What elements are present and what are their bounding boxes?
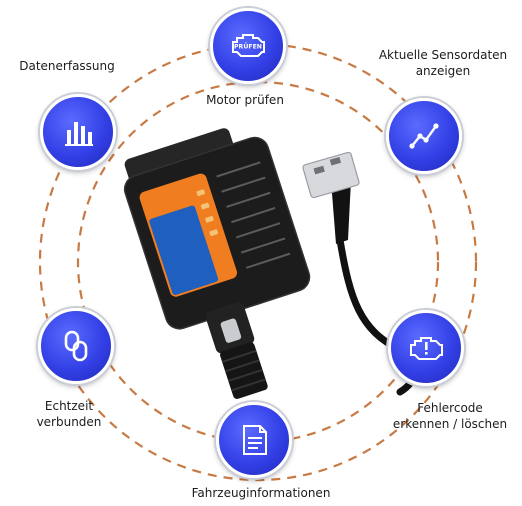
line-chart-icon <box>409 123 439 149</box>
label-realtime: Echtzeit verbunden <box>36 399 102 429</box>
bar-chart-icon <box>65 122 93 146</box>
check-engine-icon: PRÜFEN <box>232 34 265 57</box>
badge-error-codes <box>388 310 464 386</box>
svg-text:PRÜFEN: PRÜFEN <box>234 42 262 51</box>
label-data-logging: Datenerfassung <box>19 59 115 73</box>
label-vehicle-info: Fahrzeuginformationen <box>191 486 331 500</box>
usb-plug <box>302 151 360 199</box>
engine-warning-icon <box>410 337 443 360</box>
badge-realtime <box>38 308 114 384</box>
badge-engine-check: PRÜFEN <box>210 8 286 84</box>
label-engine-check: Motor prüfen <box>206 93 284 107</box>
chain-link-icon <box>64 330 88 362</box>
label-sensor-data: Aktuelle Sensordaten anzeigen <box>378 48 508 78</box>
label-error-codes: Fehlercode erkennen / löschen <box>392 401 508 431</box>
badge-vehicle-info <box>216 402 292 478</box>
badge-data-logging <box>40 94 116 170</box>
obd-adapter <box>123 128 311 399</box>
inner-dashed-ring <box>76 80 440 444</box>
document-icon <box>243 425 267 455</box>
toggle-switch <box>220 318 242 343</box>
badge-sensor-data <box>386 98 462 174</box>
